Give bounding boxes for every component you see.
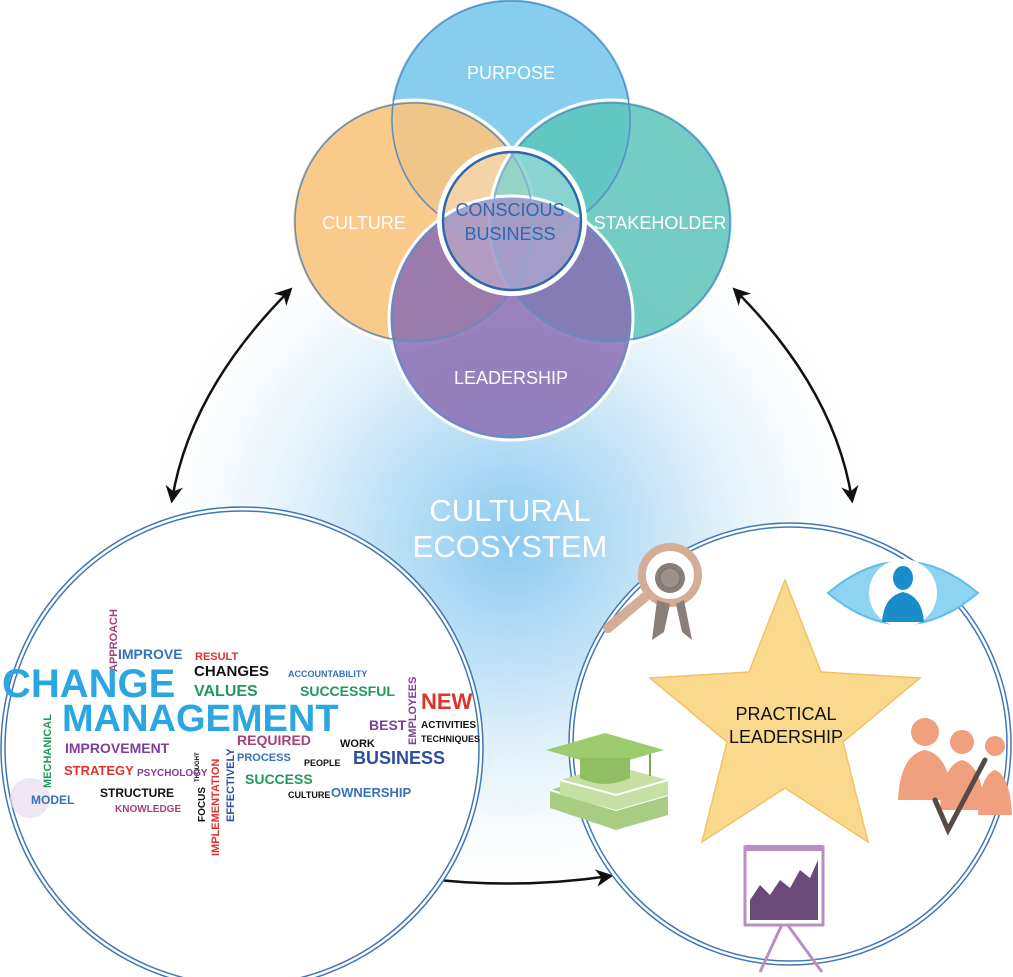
word-values: VALUES xyxy=(194,683,258,700)
word-process: PROCESS xyxy=(237,752,291,764)
word-psychology: PSYCHOLOGY xyxy=(137,768,208,779)
word-activities: ACTIVITIES xyxy=(421,720,476,731)
practical-leadership-circle: PRACTICAL LEADERSHIP xyxy=(546,522,1012,973)
magnifier-ribbon-icon xyxy=(603,543,702,640)
venn-center-circle xyxy=(437,146,587,296)
word-result: RESULT xyxy=(195,651,238,663)
word-work: WORK xyxy=(340,738,375,750)
graduation-books-icon xyxy=(546,733,669,830)
venn-diagram: PURPOSE CULTURE STAKEHOLDER LEADERSHIP C… xyxy=(290,0,735,442)
word-success: SUCCESS xyxy=(245,771,313,787)
practical-line1: PRACTICAL xyxy=(735,704,836,724)
word-effectively: EFFECTIVELY xyxy=(225,748,237,822)
word-techniques: TECHNIQUES xyxy=(421,734,480,744)
word-improve: IMPROVE xyxy=(118,646,183,662)
venn-label-purpose: PURPOSE xyxy=(467,63,555,83)
word-required: REQUIRED xyxy=(237,732,311,748)
venn-center-line1: CONSCIOUS xyxy=(455,200,564,220)
team-people-icon xyxy=(898,718,1012,836)
word-cloud: APPROACH IMPROVE RESULT CHANGE CHANGES A… xyxy=(2,609,480,856)
venn-label-culture: CULTURE xyxy=(322,213,406,233)
word-change: CHANGE xyxy=(2,662,175,706)
word-knowledge: KNOWLEDGE xyxy=(115,804,181,815)
word-model: MODEL xyxy=(31,793,74,807)
word-mechanical: MECHANICAL xyxy=(42,714,54,788)
word-best: BEST xyxy=(369,717,407,733)
venn-label-leadership: LEADERSHIP xyxy=(454,368,568,388)
word-employees: EMPLOYEES xyxy=(407,677,419,745)
word-focus: FOCUS xyxy=(197,787,208,822)
center-title-line1: CULTURAL xyxy=(429,493,590,528)
arrow-venn-to-change xyxy=(165,287,293,504)
word-thought: THOUGHT xyxy=(195,752,201,782)
word-implementation: IMPLEMENTATION xyxy=(210,759,222,856)
eye-person-icon xyxy=(826,559,980,627)
faint-dot-icon xyxy=(10,778,50,818)
word-approach: APPROACH xyxy=(108,609,120,672)
venn-label-stakeholder: STAKEHOLDER xyxy=(594,213,727,233)
word-successful: SUCCESSFUL xyxy=(300,683,395,699)
word-business: BUSINESS xyxy=(353,748,445,768)
word-ownership: OWNERSHIP xyxy=(331,785,412,800)
word-management: MANAGEMENT xyxy=(62,698,339,740)
change-management-circle xyxy=(0,506,484,977)
word-new: NEW xyxy=(421,689,473,714)
practical-line2: LEADERSHIP xyxy=(729,727,843,747)
center-title-line2: ECOSYSTEM xyxy=(413,529,608,564)
word-structure: STRUCTURE xyxy=(100,786,174,800)
word-people: PEOPLE xyxy=(304,758,341,768)
word-strategy: STRATEGY xyxy=(64,763,134,778)
easel-chart-icon xyxy=(743,845,825,973)
venn-center-line2: BUSINESS xyxy=(464,224,555,244)
arrow-venn-to-practical xyxy=(732,287,859,504)
word-culture: CULTURE xyxy=(288,790,330,800)
word-changes: CHANGES xyxy=(194,663,269,680)
word-improvement: IMPROVEMENT xyxy=(65,740,170,756)
word-accountability: ACCOUNTABILITY xyxy=(288,669,367,679)
star-shape xyxy=(648,577,922,844)
